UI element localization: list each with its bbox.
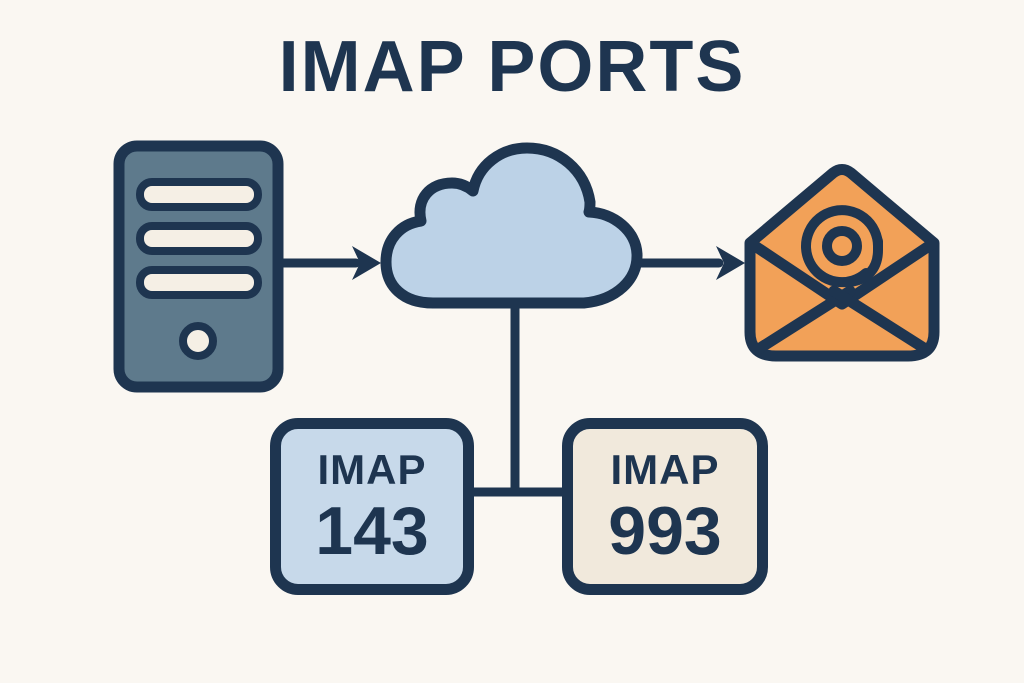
port-number-label: 993 — [608, 492, 722, 569]
port-number-label: 143 — [315, 492, 429, 569]
arrow-right-icon — [716, 246, 745, 280]
server-icon — [113, 140, 284, 393]
cloud-icon — [380, 142, 643, 309]
server-power-button — [179, 322, 217, 360]
connector-lines — [278, 246, 745, 497]
envelope-bottom-fold-right — [828, 285, 933, 356]
port-protocol-label: IMAP — [610, 445, 720, 493]
page-title: IMAP PORTS — [278, 27, 746, 107]
arrow-right-icon — [352, 246, 381, 280]
port-box-imap-143: IMAP 143 — [270, 418, 474, 595]
server-drive-slot — [136, 266, 262, 299]
at-sign-icon — [801, 205, 883, 288]
envelope-bottom-fold-left — [751, 285, 856, 356]
server-drive-slot — [136, 178, 262, 211]
server-drive-slot — [136, 222, 262, 255]
envelope-flap-fold — [746, 238, 938, 310]
envelope-at-icon — [744, 164, 940, 362]
port-protocol-label: IMAP — [317, 445, 427, 493]
port-box-imap-993: IMAP 993 — [562, 418, 768, 595]
